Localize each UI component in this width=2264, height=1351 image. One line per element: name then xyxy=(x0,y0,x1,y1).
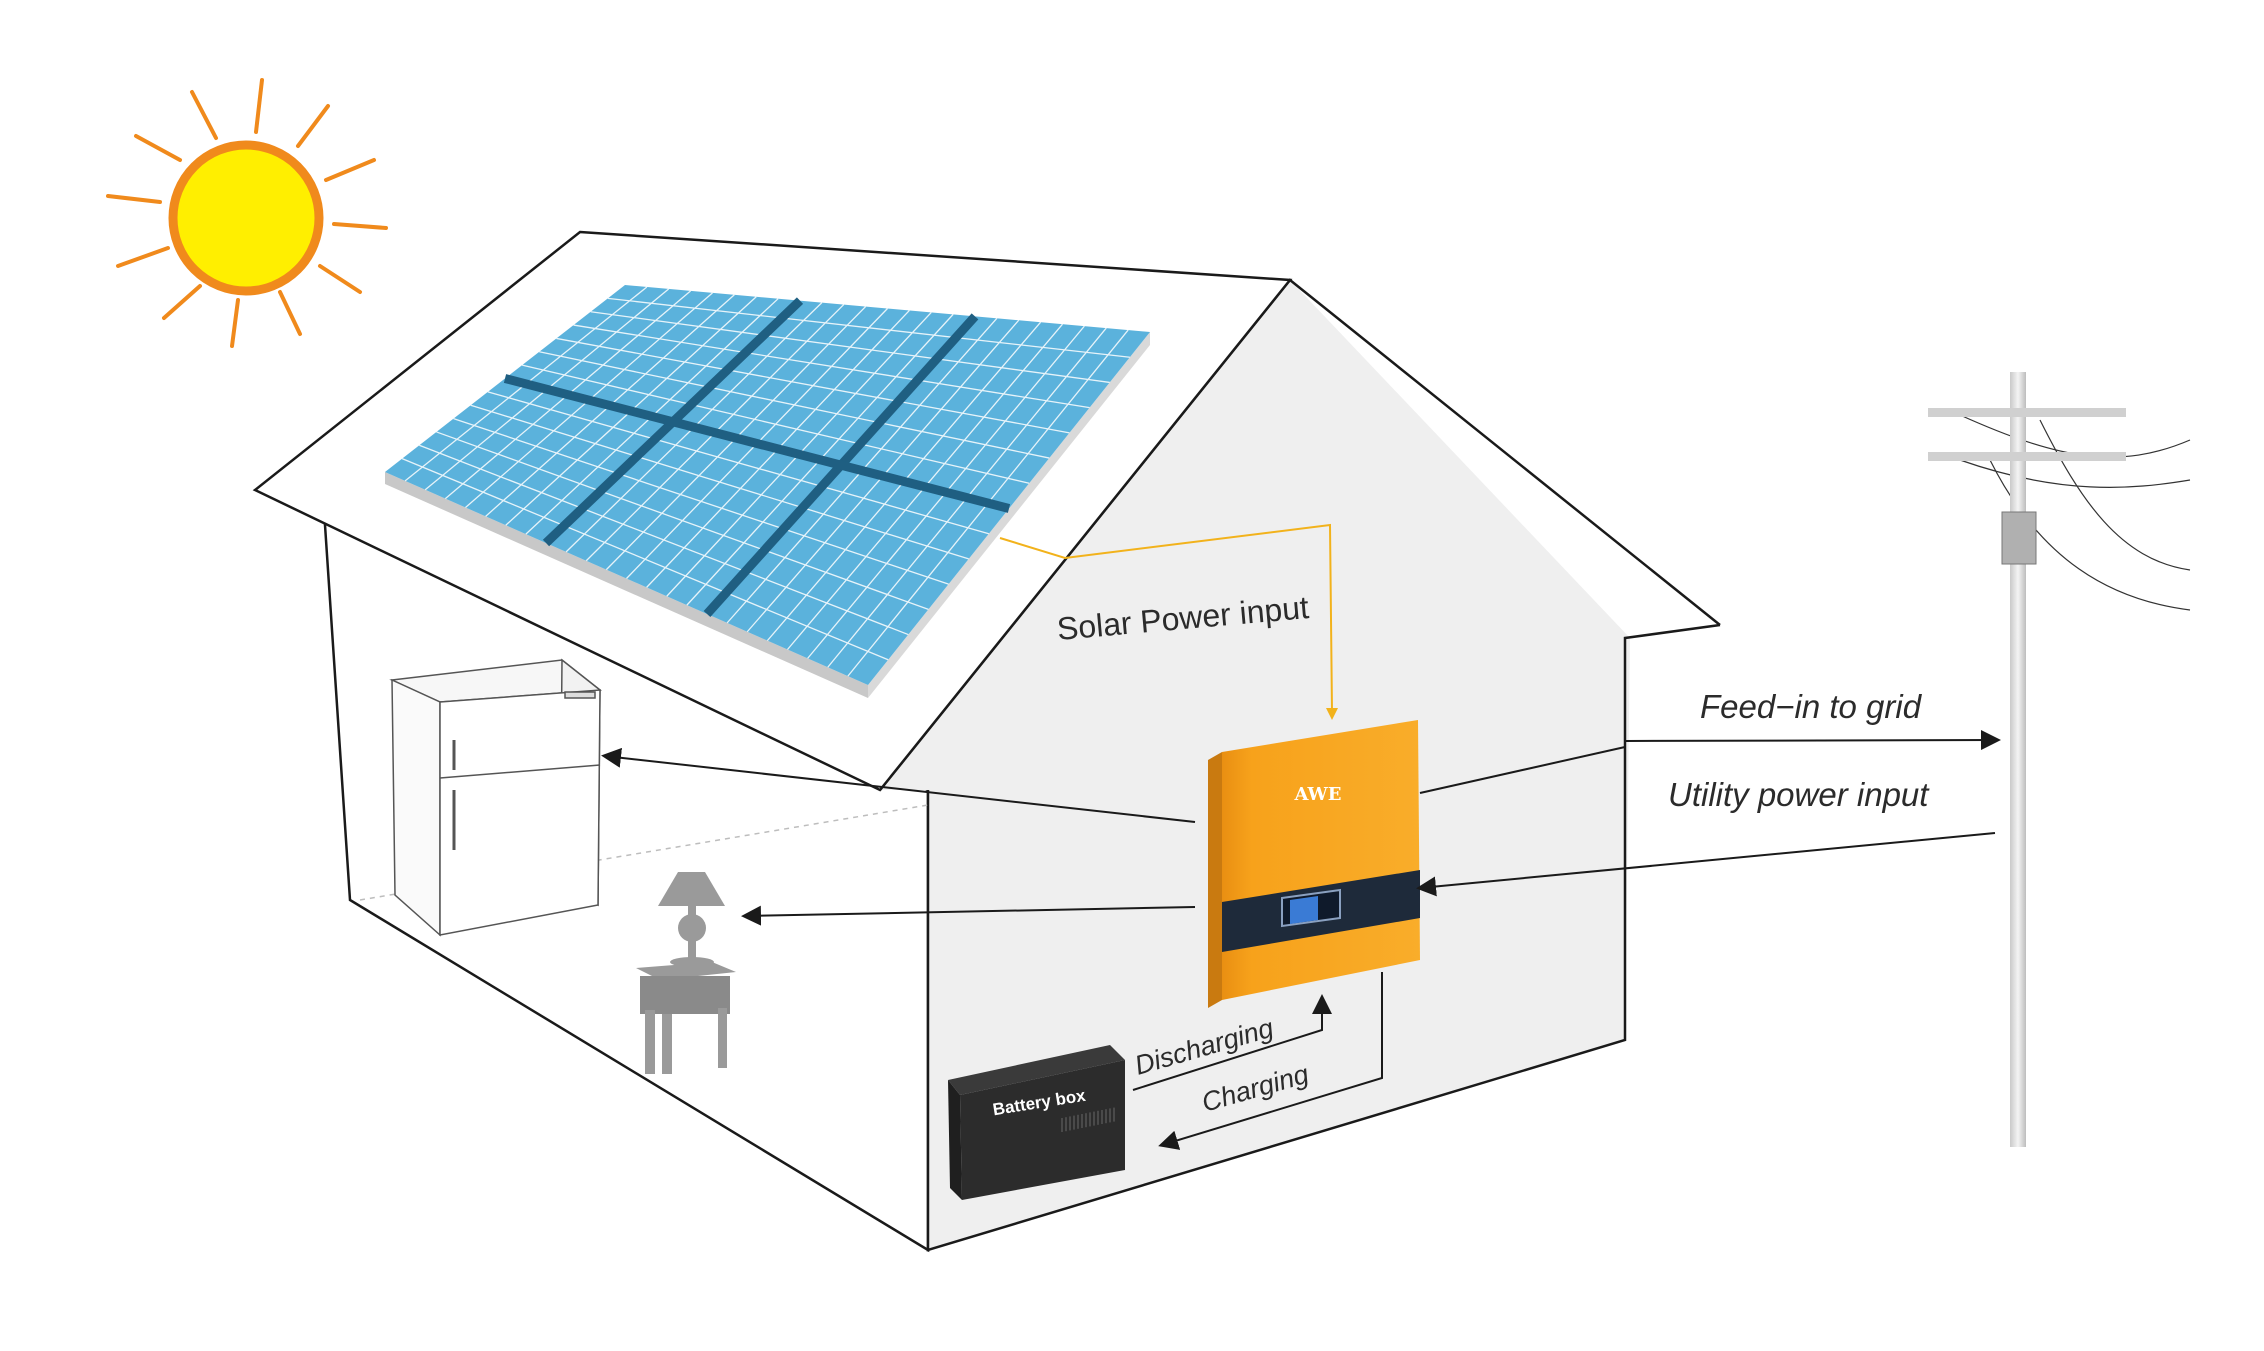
utility-input-arrow xyxy=(1416,832,1996,897)
solar-input-wire xyxy=(999,523,1333,713)
inverter-icon: AWE xyxy=(1208,720,1420,1008)
flow-arrows xyxy=(601,730,2001,1150)
lamp-icon xyxy=(636,872,736,1074)
refrigerator-icon xyxy=(389,658,602,937)
solar-panel-icon xyxy=(385,285,1150,698)
battery-icon: Battery box xyxy=(948,1045,1125,1200)
feed-in-arrow xyxy=(1624,730,2001,751)
feed-in-label: Feed−in to grid xyxy=(1700,688,1923,725)
utility-pole-icon xyxy=(1928,372,2191,1147)
utility-input-label: Utility power input xyxy=(1668,776,1930,813)
to-lamp-arrow xyxy=(741,905,1196,926)
svg-text:AWE: AWE xyxy=(1293,784,1341,805)
sun-icon xyxy=(106,78,388,348)
to-fridge-arrow xyxy=(601,747,1196,823)
charging-arrow xyxy=(1158,972,1383,1150)
discharging-arrow xyxy=(1132,994,1332,1091)
